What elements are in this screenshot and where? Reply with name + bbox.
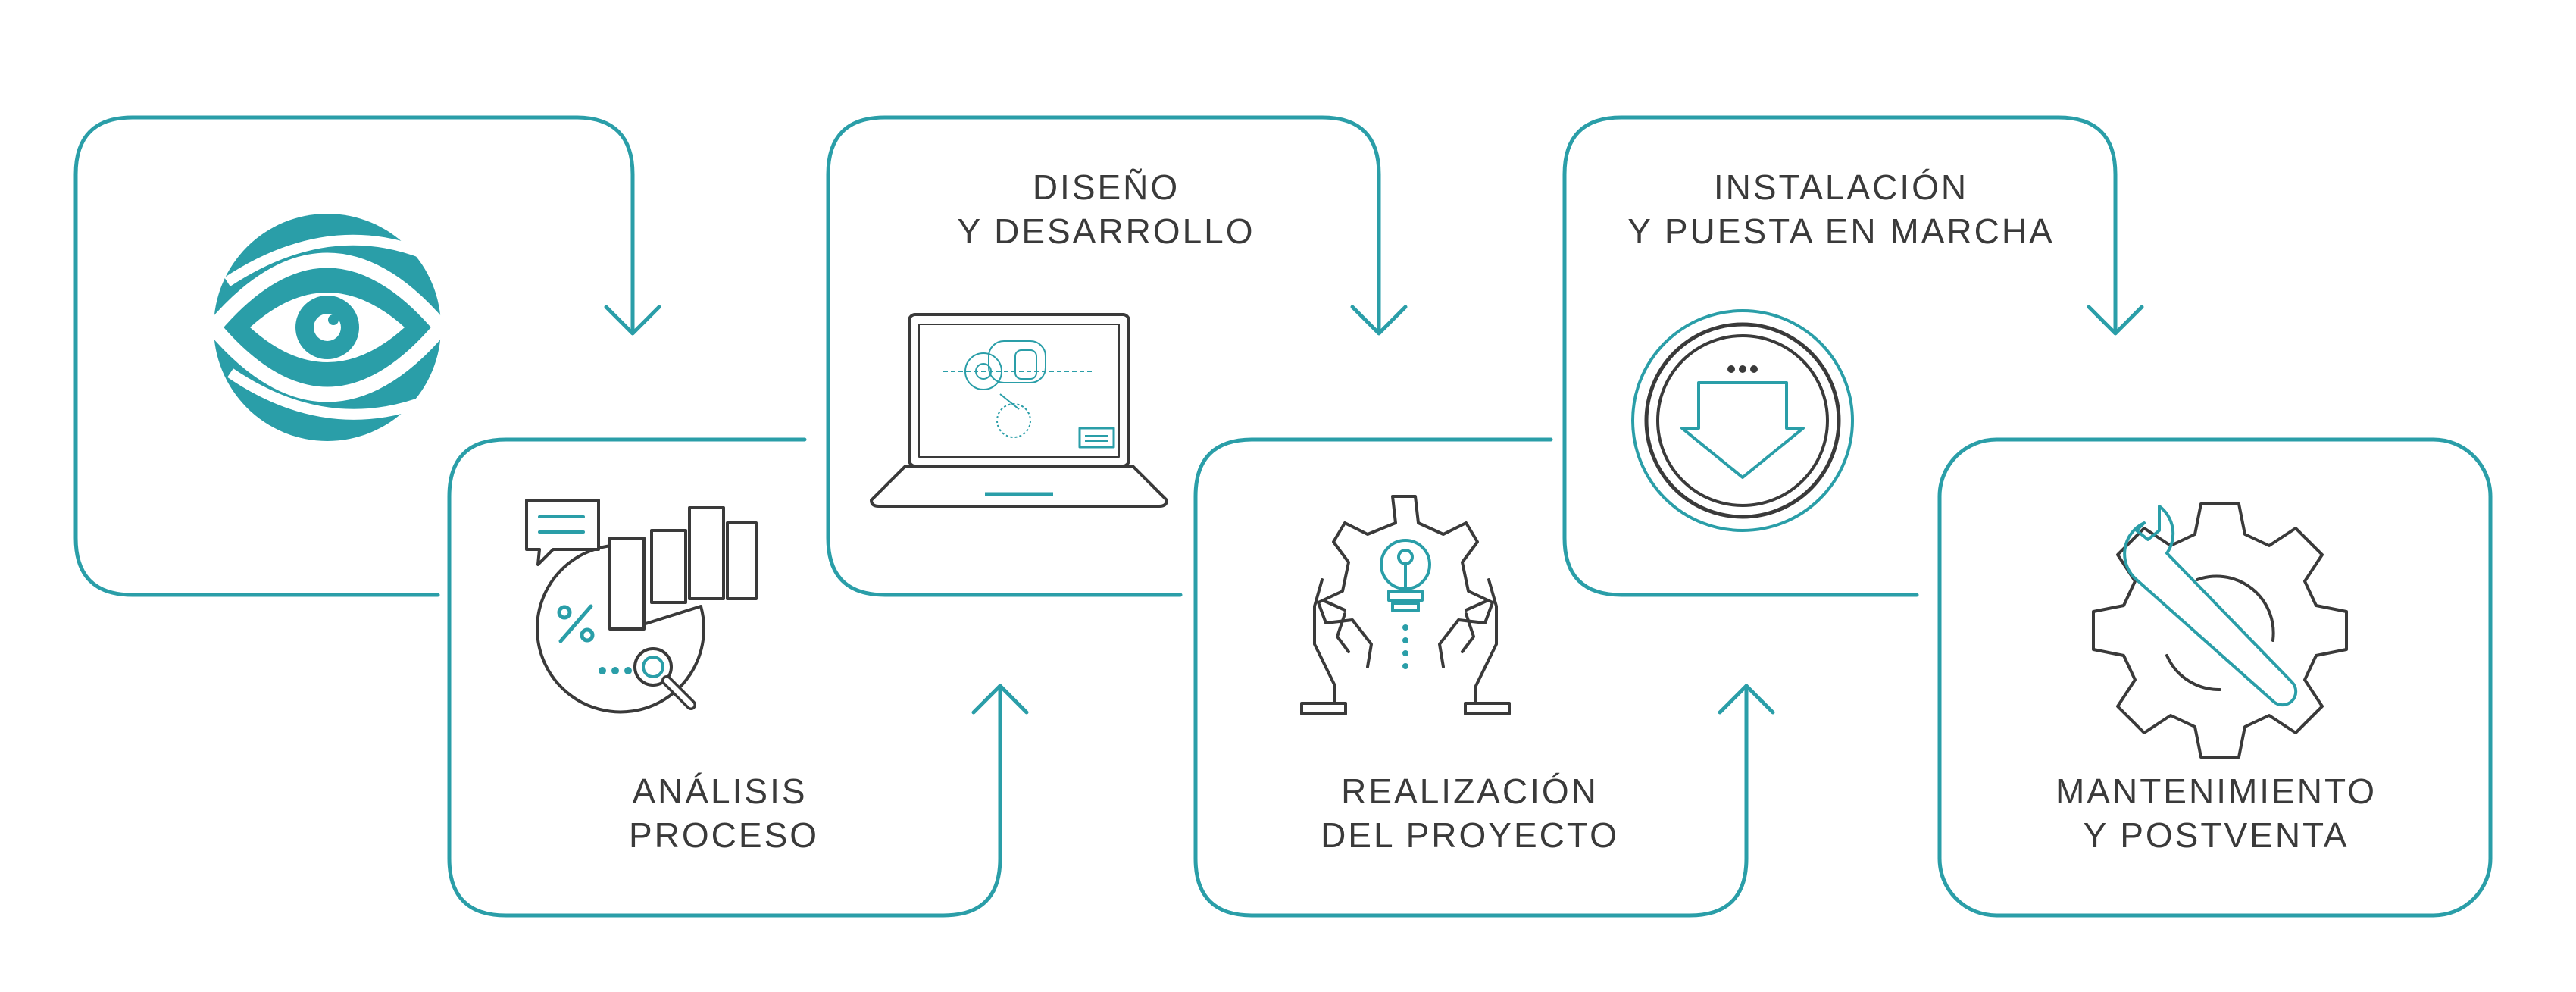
label-realizacion: REALIZACIÓN DEL PROYECTO [1280, 769, 1659, 857]
arrow-up-1 [971, 684, 1029, 715]
label-analisis-line-1: ANÁLISIS [632, 771, 808, 811]
label-realizacion-line-1: REALIZACIÓN [1341, 771, 1599, 811]
label-diseno: DISEÑO Y DESARROLLO [917, 165, 1296, 253]
label-mantenimiento-line-1: MANTENIMIENTO [2055, 771, 2377, 811]
label-instalacion-line-1: INSTALACIÓN [1713, 167, 1969, 207]
frame-instalacion [1562, 115, 2118, 597]
label-analisis: ANÁLISIS PROCESO [629, 769, 820, 857]
arrow-up-2 [1718, 684, 1775, 715]
frame-analisis [447, 437, 1002, 918]
label-instalacion-line-2: Y PUESTA EN MARCHA [1627, 211, 2055, 251]
label-instalacion: INSTALACIÓN Y PUESTA EN MARCHA [1599, 165, 2084, 253]
arrow-down-3 [2087, 305, 2144, 336]
analytics-icon [525, 499, 758, 714]
lightbulb-gear-hands-icon [1300, 495, 1511, 715]
arrow-down-1 [604, 305, 661, 336]
frame-realizacion [1193, 437, 1749, 918]
frame-mantenimiento [1937, 437, 2493, 918]
frame-diseno [826, 115, 1381, 597]
label-analisis-line-2: PROCESO [629, 815, 820, 855]
label-mantenimiento: MANTENIMIENTO Y POSTVENTA [2008, 769, 2424, 857]
eye-logo-icon [208, 214, 447, 441]
frame-logo [73, 115, 635, 597]
arrow-down-2 [1350, 305, 1408, 336]
label-realizacion-line-2: DEL PROYECTO [1321, 815, 1619, 855]
label-diseno-line-2: Y DESARROLLO [957, 211, 1255, 251]
label-mantenimiento-line-2: Y POSTVENTA [2083, 815, 2349, 855]
download-circle-icon [1631, 309, 1854, 532]
label-diseno-line-1: DISEÑO [1032, 167, 1180, 207]
wrench-gear-icon [2092, 502, 2348, 759]
laptop-design-icon [870, 313, 1168, 508]
